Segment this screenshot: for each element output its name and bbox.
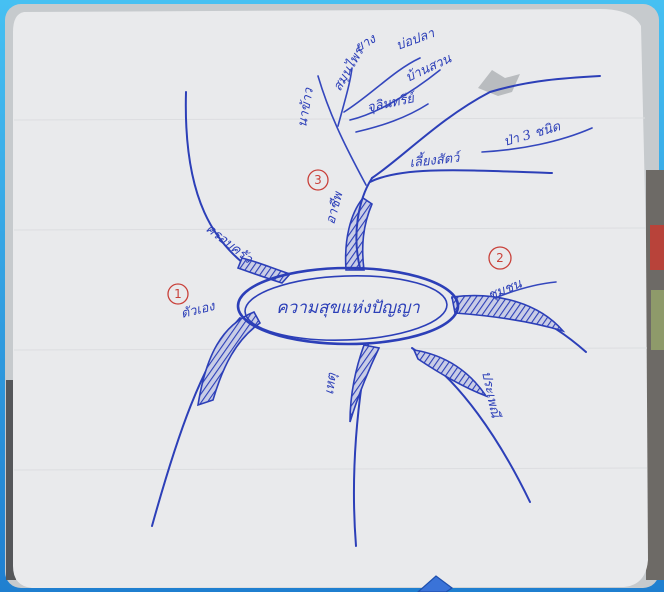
center-label: ความสุขแห่งปัญญา	[276, 298, 420, 318]
label-cause: เหตุ	[322, 372, 340, 396]
svg-text:2: 2	[496, 251, 504, 265]
svg-text:3: 3	[314, 173, 322, 187]
right-edge-plant	[651, 290, 664, 350]
svg-text:1: 1	[174, 287, 182, 301]
right-edge-red-object	[650, 225, 664, 270]
